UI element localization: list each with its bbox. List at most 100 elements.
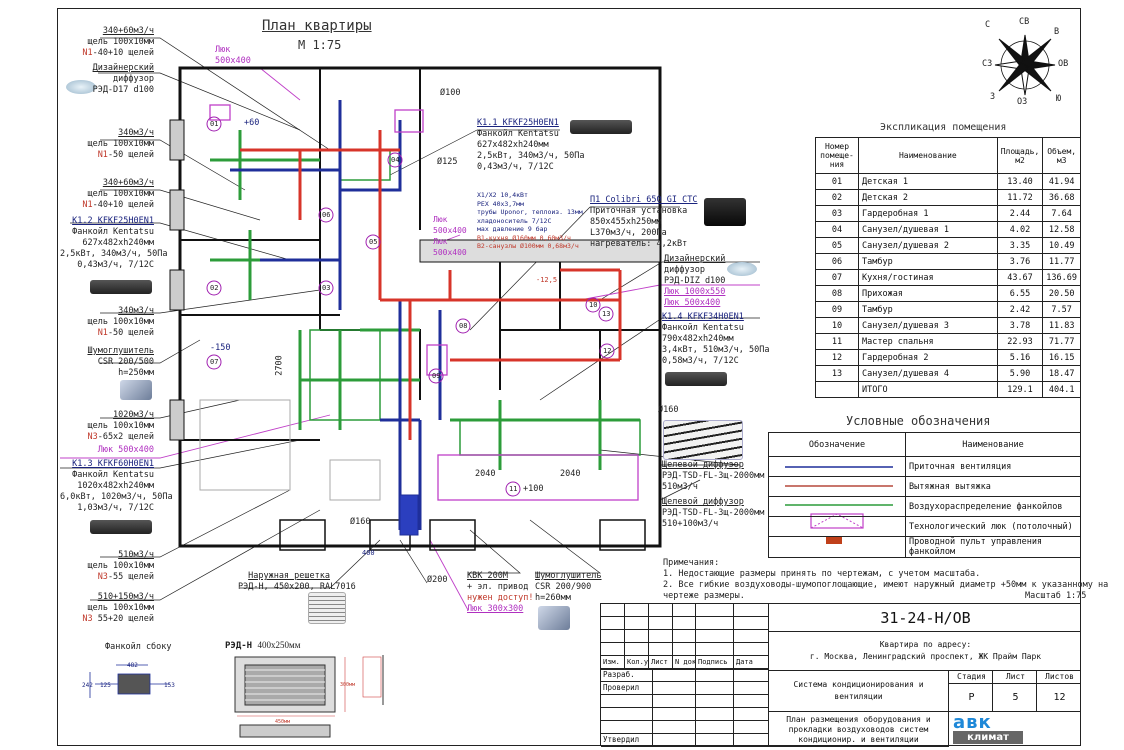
stage-value: Р [949, 684, 993, 712]
room-10: 10 [589, 301, 598, 309]
room-markers [206, 116, 615, 497]
signature-cell [653, 734, 696, 747]
revision-cell [696, 643, 734, 656]
notes: Примечания:1. Недостающие размеры принят… [663, 558, 1109, 601]
revision-cell [649, 630, 673, 643]
compass-label-n: СВ [1019, 17, 1030, 27]
signature-cell [696, 721, 734, 734]
room-05: 05 [369, 238, 378, 246]
room-area: 2.42 [996, 301, 1044, 318]
revision-cell [649, 617, 673, 630]
legend-label: Воздухораспределение фанкойлов [905, 496, 1081, 517]
label-d100: Ø100 [440, 88, 461, 98]
revision-cell [696, 604, 734, 617]
label-minus12-5: -12,5 [536, 276, 558, 284]
legend-row: Технологический люк (потолочный) [768, 516, 1081, 537]
grille-detail-width: 450мм [275, 719, 291, 725]
drawing-code: 31-24-Н/ОВ [769, 604, 1081, 632]
revision-cell [625, 617, 649, 630]
revision-cell [734, 630, 769, 643]
room-number: 03 [815, 205, 859, 222]
room-name: Кухня/гостиная [857, 269, 998, 286]
signature-role: Проверил [601, 682, 653, 695]
revision-cell [734, 643, 769, 656]
room-volume: 404.1 [1042, 381, 1081, 398]
room-area: 6.55 [996, 285, 1044, 302]
plan-description: План размещения оборудования и прокладки… [769, 712, 949, 747]
room-area: 22.93 [996, 333, 1044, 350]
rooms-table: Номер помеще-ния Наименование Площадь, м… [815, 137, 1081, 398]
compass-label-se: Ю [1056, 94, 1062, 104]
room-name: Прихожая [857, 285, 998, 302]
signature-cell [696, 682, 734, 695]
compass-label-s: ОЗ [1017, 97, 1028, 107]
legend-symbol-hatch [768, 516, 906, 537]
revision-cell [673, 630, 696, 643]
supply-ducts [230, 100, 442, 536]
legend-symbol-remote [768, 536, 906, 558]
system-name: Система кондиционирования и вентиляции [769, 671, 949, 712]
designer-diffuser-image [727, 262, 757, 276]
revision-col-header: Кол.уч. [625, 656, 649, 669]
leader-lines [60, 37, 760, 601]
signature-cell [696, 669, 734, 682]
slot-diffuser-image [663, 420, 743, 460]
callout-hatch-left: Люк 500х400 [97, 445, 154, 455]
room-07: 07 [210, 358, 219, 366]
signature-cell [653, 669, 696, 682]
outdoor-grille-image [308, 592, 346, 624]
legend-symbol-supply [768, 456, 906, 477]
rooms-table-caption: Экспликация помещения [880, 122, 1007, 133]
room-name: Тамбур [857, 301, 998, 318]
compass-label-e: ОВ [1058, 59, 1069, 69]
room-name: Детская 1 [857, 173, 998, 190]
silencer-image [538, 606, 570, 630]
compass-label-sw: З [990, 92, 996, 102]
signature-cell [696, 708, 734, 721]
room-number: 01 [815, 173, 859, 190]
room-11: 11 [509, 485, 518, 493]
revision-cell [625, 643, 649, 656]
fancoil-image [90, 520, 152, 534]
room-08: 08 [459, 322, 468, 330]
revision-cell [601, 630, 625, 643]
sheet-value: 5 [993, 684, 1037, 712]
compass-label-ne: В [1054, 27, 1060, 37]
label-d160-bottom: Ø160 [350, 517, 371, 527]
walls [169, 66, 662, 551]
signature-cell [734, 695, 769, 708]
room-volume: 136.69 [1042, 269, 1081, 286]
room-04: 04 [391, 156, 400, 164]
dim-2040-a: 2040 [475, 469, 496, 479]
legend-label: Технологический люк (потолочный) [905, 516, 1081, 537]
legend-header-name: Наименование [905, 432, 1081, 457]
signature-role [601, 708, 653, 721]
revision-cell [625, 604, 649, 617]
revision-col-header: Изм. [601, 656, 625, 669]
room-06: 06 [322, 211, 331, 219]
room-03: 03 [322, 284, 331, 292]
room-number: 10 [815, 317, 859, 334]
room-name: Мастер спальня [857, 333, 998, 350]
fancoil-dim-h1: 242 [82, 682, 93, 689]
room-area: 4.02 [996, 221, 1044, 238]
sheet-header: Лист [993, 671, 1037, 684]
revision-cell [734, 617, 769, 630]
